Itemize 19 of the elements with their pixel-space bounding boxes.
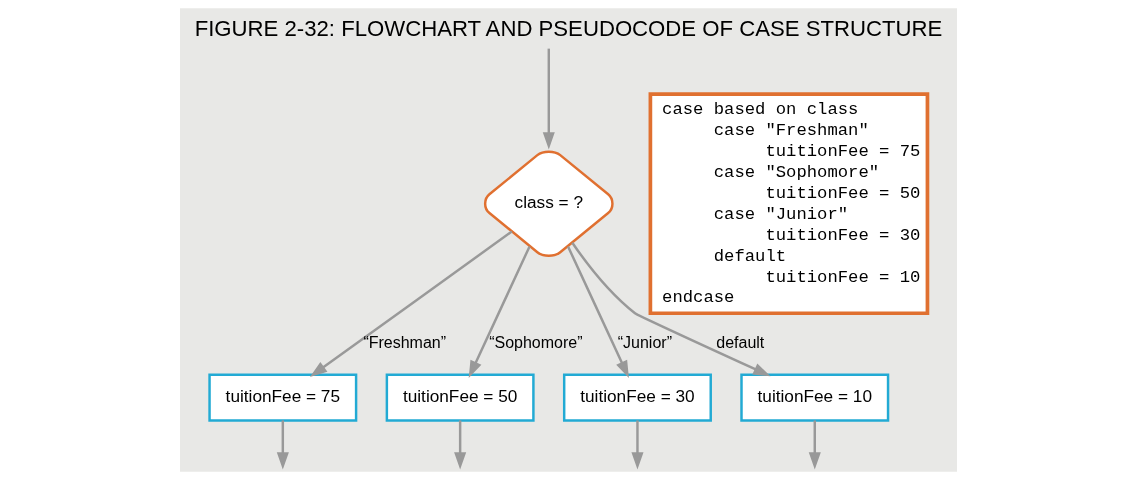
node-box: tuitionFee = 30 bbox=[562, 373, 712, 422]
arrow bbox=[808, 420, 821, 470]
edge-label: default bbox=[715, 334, 764, 352]
arrow bbox=[542, 48, 555, 150]
arrow bbox=[468, 245, 531, 378]
arrow bbox=[453, 420, 466, 470]
edge-label: “Junior” bbox=[617, 334, 672, 352]
arrow bbox=[276, 420, 289, 470]
node-box: tuitionFee = 75 bbox=[207, 373, 357, 422]
arrow bbox=[309, 230, 513, 377]
arrow bbox=[570, 242, 770, 377]
node-box: tuitionFee = 50 bbox=[385, 373, 535, 422]
arrow bbox=[566, 245, 629, 378]
arrow bbox=[630, 420, 643, 470]
node-box: tuitionFee = 10 bbox=[739, 373, 889, 422]
node-box: case based on class case "Freshman" tuitionFee = 75 case "Sophomore" tuitionFee = 50 case "Junior" tuitionFee = 30 default tuitionFee = 10 endcase bbox=[648, 92, 929, 316]
edge-label: “Freshman” bbox=[362, 334, 446, 352]
edge-label: “Sophomore” bbox=[488, 334, 583, 352]
diagram-title: FIGURE 2-32: FLOWCHART AND PSEUDOCODE OF CASE STRUCTURE bbox=[194, 15, 942, 41]
